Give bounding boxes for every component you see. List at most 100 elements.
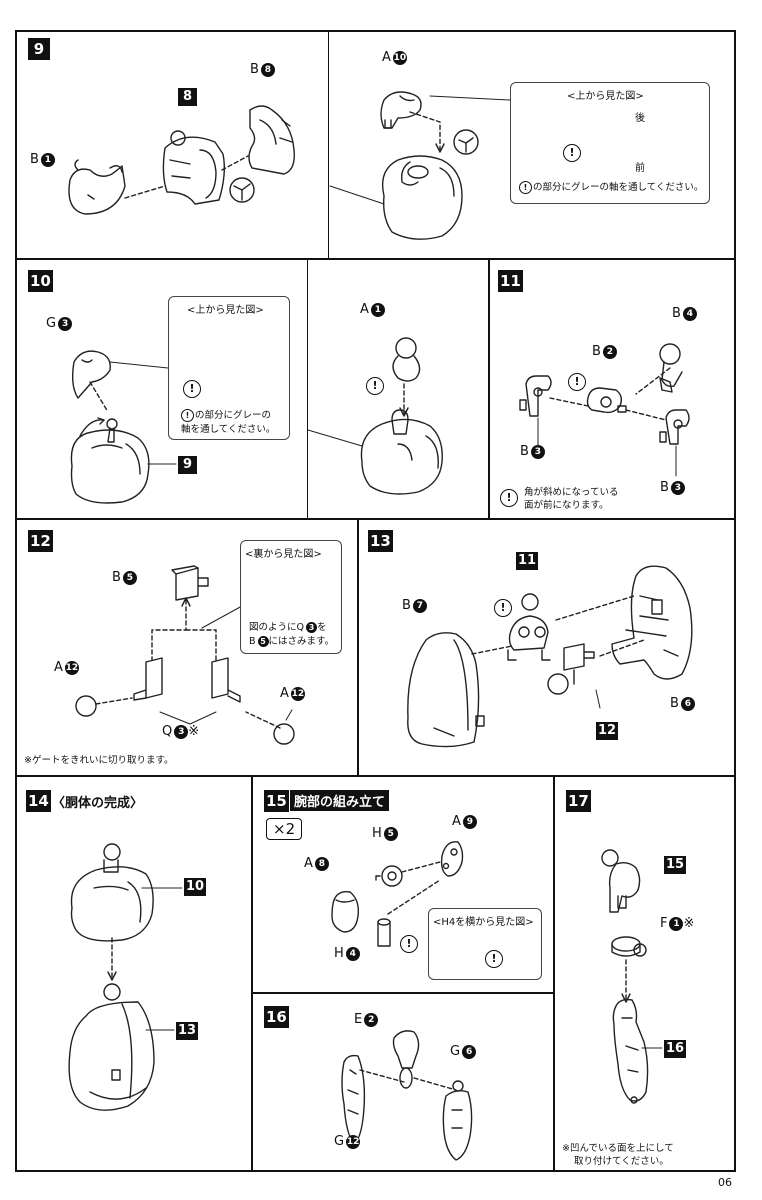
step-17-badge: 17	[566, 790, 591, 812]
s13-arrow-1	[471, 645, 513, 655]
warning-icon: !	[400, 935, 418, 953]
step-16-badge: 16	[264, 1006, 289, 1028]
warning-icon: !	[366, 377, 384, 395]
s12-part-a12-right	[273, 723, 295, 745]
s12-callout-title: <裏から見た図>	[245, 549, 322, 560]
s12-part-q3-left	[133, 657, 163, 701]
s13-warning: !	[494, 596, 512, 617]
s16-part-g6	[442, 1080, 473, 1161]
s16-part-g12-num: 12	[346, 1134, 361, 1149]
s12-callout-note-end1: を	[316, 622, 327, 633]
s9-arrow-2	[221, 155, 249, 171]
s12-part-a12-right-letter: A	[280, 686, 289, 701]
s9-detail-circle-2	[453, 129, 479, 155]
s12-part-q3-right	[211, 657, 241, 703]
s15-arrow-1	[401, 861, 441, 873]
divider-s10-s11	[488, 258, 490, 518]
s14-ref-13: 13	[176, 1022, 199, 1040]
s12-arrow-right	[245, 711, 281, 729]
s15-part-h5-letter: H	[372, 826, 382, 841]
divider-s14-s15	[251, 775, 253, 1172]
s9-pointer-line	[329, 185, 385, 205]
s10-part-g3-num: 3	[58, 316, 73, 331]
s12-part-q3-letter: Q	[162, 724, 173, 739]
s9-callout-note-text: の部分にグレーの軸を通してください。	[533, 182, 704, 193]
s10-part-g3-letter: G	[46, 316, 57, 331]
warning-icon: !	[181, 409, 194, 422]
warning-icon: !	[183, 380, 201, 398]
s17-note-line1: ※凹んでいる面を上にして	[562, 1143, 674, 1154]
s9-arrow-1	[124, 185, 166, 199]
s9-callout: <上から見た図> 後 前 ! !の部分にグレーの軸を通してください。	[510, 82, 710, 204]
s11-part-b4-letter: B	[672, 306, 681, 321]
step-11-badge: 11	[498, 270, 523, 292]
warning-icon: !	[500, 489, 518, 507]
s17-ref-15: 15	[664, 856, 687, 874]
s17-part-f1-num: 1	[669, 916, 684, 931]
s10-rotate-arrow	[79, 419, 105, 437]
s9-callout-front: 前	[635, 163, 645, 174]
s10-callout-note-line1: の部分にグレーの	[195, 410, 272, 421]
s12-callout-note-line2: B	[249, 636, 256, 647]
s17-part-15	[601, 849, 641, 913]
s13-part-b6-letter: B	[670, 696, 679, 711]
warning-icon: !	[563, 144, 581, 162]
s13-part-12	[547, 643, 595, 695]
s13-arrow-2	[555, 595, 635, 621]
step-13-badge: 13	[368, 530, 393, 552]
s12-callout-note-num2: 5	[257, 636, 269, 647]
warning-icon: !	[519, 181, 532, 194]
s9-part-b1	[68, 159, 126, 215]
divider-s10-split	[307, 260, 308, 518]
s9-part-b1-letter: B	[30, 152, 39, 167]
s9-part-8	[162, 130, 226, 205]
s15-callout-warning: !	[485, 947, 503, 968]
s11-warning: !	[568, 370, 586, 391]
s9-arrow-3	[409, 111, 441, 151]
s12-arrow-up-left	[151, 599, 187, 661]
s13-part-b6-num: 6	[680, 696, 695, 711]
s11-part-b3-right-num: 3	[670, 480, 685, 495]
s14-ref-10: 10	[184, 878, 207, 896]
s15-part-h4-letter: H	[334, 946, 344, 961]
s17-ref-16: 16	[664, 1040, 687, 1058]
s16-part-e2-num: 2	[364, 1012, 379, 1027]
s12-part-b5-letter: B	[112, 570, 121, 585]
warning-icon: !	[568, 373, 586, 391]
page-frame	[15, 30, 736, 1172]
s9-assembled-torso	[381, 155, 463, 240]
page-number: 06	[718, 1176, 732, 1189]
s12-callout-leader	[201, 605, 243, 629]
s15-arrow-2	[387, 879, 441, 915]
s10-callout-title: <上から見た図>	[187, 305, 264, 316]
s11-part-b2-num: 2	[602, 344, 617, 359]
s12-part-a12-left-letter: A	[54, 660, 63, 675]
s13-part-b7	[407, 632, 485, 748]
s12-callout-note-num1: 3	[305, 622, 317, 633]
s13-part-b7-letter: B	[402, 598, 411, 613]
s11-note-warning: !	[500, 486, 518, 507]
s14-part-10	[70, 843, 154, 942]
s17-part-f1	[611, 936, 647, 957]
s10-part-a1-letter: A	[360, 302, 369, 317]
s12-footnote: ※ゲートをきれいに切り取ります。	[24, 755, 174, 766]
s12-part-b5	[171, 565, 209, 601]
divider-row1	[15, 258, 736, 260]
s16-part-g12-letter: G	[334, 1134, 345, 1149]
s14-title: 〈胴体の完成〉	[52, 796, 144, 811]
s12-part-q3-mark: ※	[188, 724, 200, 739]
